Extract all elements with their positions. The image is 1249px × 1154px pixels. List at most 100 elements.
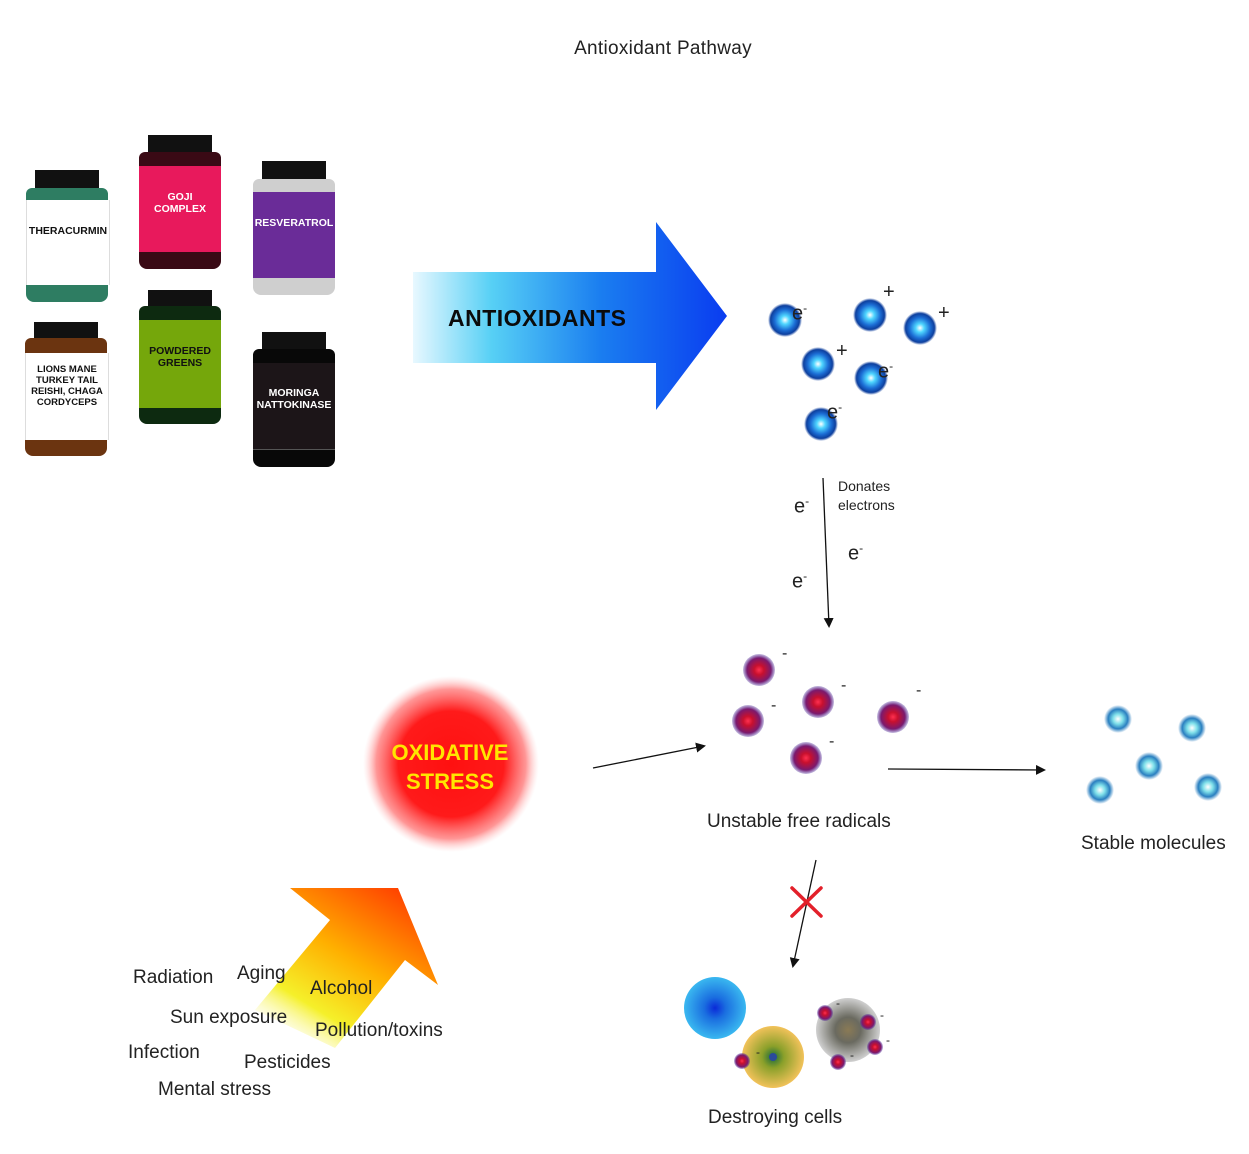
supplement-jar-mushroom-blend: LIONS MANE TURKEY TAIL REISHI, CHAGA COR… — [25, 322, 109, 456]
jar-label-line: GREENS — [157, 356, 203, 369]
jar-label-line: REISHI, CHAGA — [31, 386, 103, 397]
supplement-jar-goji-complex: GOJI COMPLEX — [139, 135, 221, 269]
stress-sources-arrow — [255, 888, 438, 1048]
jar-band — [26, 188, 108, 200]
antioxidant-molecule — [804, 407, 838, 441]
jar-cap — [35, 170, 99, 188]
electron-label: e- — [792, 301, 808, 325]
destroyed-cells — [684, 977, 883, 1088]
stable-molecule — [1178, 714, 1206, 742]
unstable-free-radicals-label: Unstable free radicals — [707, 811, 891, 832]
blocked-x-icon — [790, 886, 823, 918]
cell-charge: - — [850, 1048, 854, 1062]
source-radiation: Radiation — [133, 967, 214, 988]
jar-band — [253, 349, 335, 363]
electron-label: e- — [792, 569, 808, 593]
stable-molecules — [1086, 705, 1222, 804]
jar-band — [139, 306, 221, 320]
free-radical — [790, 742, 822, 774]
free-radical — [743, 654, 775, 686]
supplement-jar-resveratrol: RESVERATROL — [253, 161, 335, 295]
cell-charge: - — [886, 1033, 890, 1047]
donates-electrons-label: Donates electrons — [838, 477, 895, 515]
source-infection: Infection — [128, 1042, 200, 1063]
jar-body: GOJI COMPLEX — [139, 166, 221, 252]
antioxidants-arrow — [413, 222, 727, 410]
jar-label-line: GOJI — [167, 191, 193, 203]
jar-label-line: TURKEY TAIL — [36, 375, 98, 386]
jar-body: MORINGA NATTOKINASE — [253, 363, 335, 449]
stable-molecule — [1104, 705, 1132, 733]
jar-cap — [262, 332, 326, 349]
antioxidant-molecule — [768, 303, 802, 337]
jar-base — [253, 449, 335, 467]
cell-blue — [684, 977, 746, 1039]
attached-radical — [830, 1054, 846, 1070]
jar-cap — [34, 322, 98, 338]
stress-to-radicals-arrow — [592, 742, 706, 769]
radical-charge: - — [841, 677, 847, 694]
jar-body: POWDERED GREENS — [139, 320, 221, 408]
source-aging: Aging — [237, 963, 286, 984]
donates-line: Donates — [838, 478, 891, 494]
jar-cap — [148, 135, 212, 152]
plus-label: + — [836, 340, 848, 362]
page-title: Antioxidant Pathway — [574, 38, 752, 59]
electron-label: e- — [848, 541, 864, 565]
oxidative-stress-line: OXIDATIVE — [391, 740, 509, 765]
jar-band — [253, 179, 335, 192]
plus-label: + — [938, 302, 950, 324]
supplement-jar-moringa-nattokinase: MORINGA NATTOKINASE — [253, 332, 335, 467]
jar-label-line: LIONS MANE — [37, 364, 97, 375]
radicals-to-cells-arrow — [789, 859, 817, 968]
stable-molecules-label: Stable molecules — [1081, 833, 1226, 854]
attached-radical — [867, 1039, 883, 1055]
attached-radical — [860, 1014, 876, 1030]
radicals-to-stable-arrow — [887, 764, 1046, 775]
electron-label: e- — [827, 400, 843, 424]
source-pollution-toxins: Pollution/toxins — [315, 1020, 443, 1041]
cell-charge: - — [756, 1045, 760, 1059]
source-mental-stress: Mental stress — [158, 1079, 271, 1100]
attached-radical — [734, 1053, 750, 1069]
jar-cap — [262, 161, 326, 179]
free-radical — [802, 686, 834, 718]
oxidative-stress-line: STRESS — [405, 769, 495, 794]
oxidative-stress-glow — [363, 676, 539, 852]
jar-label-line: CORDYCEPS — [36, 397, 98, 408]
stable-molecule — [1194, 773, 1222, 801]
radical-charge: - — [782, 645, 788, 662]
jar-label-line: COMPLEX — [154, 202, 206, 215]
oxidative-stress-label: OXIDATIVE STRESS — [370, 738, 530, 796]
jar-label-line: RESVERATROL — [254, 217, 334, 229]
source-sun-exposure: Sun exposure — [170, 1007, 288, 1028]
supplement-jar-theracurmin: THERACURMIN — [26, 170, 110, 302]
plus-label: + — [883, 281, 895, 303]
source-pesticides: Pesticides — [244, 1052, 331, 1073]
radical-charge: - — [829, 733, 835, 750]
cell-charge: - — [880, 1008, 884, 1022]
attached-radical — [817, 1005, 833, 1021]
jar-label-line: POWDERED — [149, 345, 211, 357]
jar-body: RESVERATROL — [253, 192, 335, 278]
antioxidant-molecules — [768, 298, 937, 441]
jar-base — [25, 440, 107, 456]
jar-base — [139, 408, 221, 424]
antioxidant-molecule — [903, 311, 937, 345]
jar-label-line: THERACURMIN — [28, 225, 108, 237]
supplement-jar-powdered-greens: POWDERED GREENS — [139, 290, 221, 424]
jar-base — [253, 278, 335, 295]
donates-line: electrons — [838, 497, 895, 513]
radical-charge: - — [771, 697, 777, 714]
jar-label-line: NATTOKINASE — [256, 398, 332, 411]
free-radical — [732, 705, 764, 737]
jar-body: LIONS MANE TURKEY TAIL REISHI, CHAGA COR… — [25, 353, 109, 440]
jar-band — [139, 152, 221, 166]
cell-nucleus-dot — [769, 1053, 777, 1061]
destroying-cells-label: Destroying cells — [708, 1107, 843, 1128]
source-alcohol: Alcohol — [310, 978, 373, 999]
antioxidant-molecule — [854, 361, 888, 395]
jar-label-line: MORINGA — [268, 387, 320, 399]
stable-molecule — [1086, 776, 1114, 804]
